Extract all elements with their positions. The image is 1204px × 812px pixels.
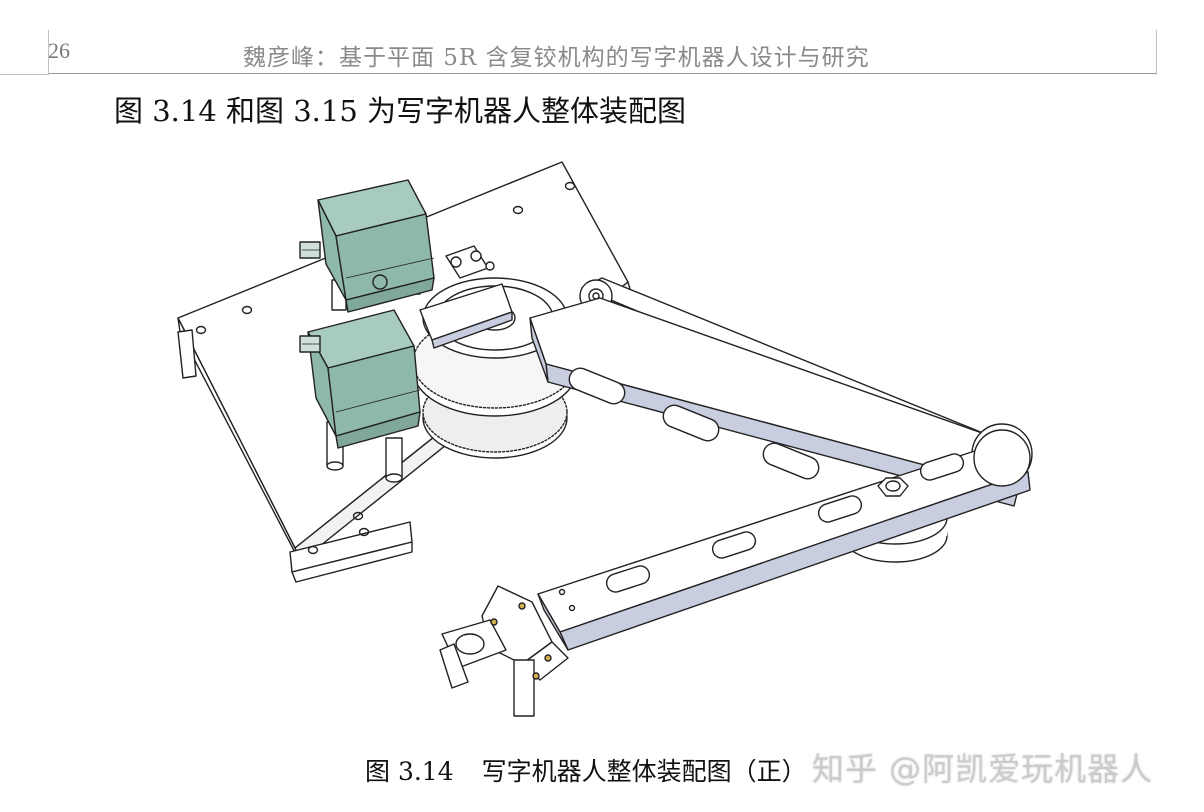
figure-caption-number: 图 3.14 [365, 757, 454, 786]
page-number: 26 [48, 38, 70, 63]
forearm [537, 429, 1031, 651]
arm-slot [605, 453, 965, 593]
header-tick-left [48, 30, 49, 75]
header-rule-left [0, 74, 48, 75]
header-rule [48, 73, 1156, 74]
figure-caption-text: 写字机器人整体装配图（正） [481, 757, 807, 786]
mounting-hole [195, 181, 576, 555]
watermark: 知乎 @阿凯爱玩机器人 [812, 750, 1154, 788]
running-title: 魏彦峰：基于平面 5R 含复铰机构的写字机器人设计与研究 [243, 45, 870, 71]
header-tick-right [1156, 30, 1157, 75]
running-header: 26 魏彦峰：基于平面 5R 含复铰机构的写字机器人设计与研究 [48, 30, 1156, 74]
body-paragraph: 图 3.14 和图 3.15 为写字机器人整体装配图 [114, 94, 687, 128]
robot-assembly-drawing [177, 161, 1033, 717]
drive-link [419, 283, 513, 349]
arm-slot [568, 367, 820, 480]
figure-caption: 图 3.14 写字机器人整体装配图（正） [365, 752, 807, 788]
idler-bracket [445, 245, 495, 279]
pen-holder [439, 585, 569, 717]
stepper-motor-lower [299, 309, 421, 449]
robot-assembly-figure [150, 150, 1050, 730]
stepper-motor-upper [299, 179, 435, 313]
